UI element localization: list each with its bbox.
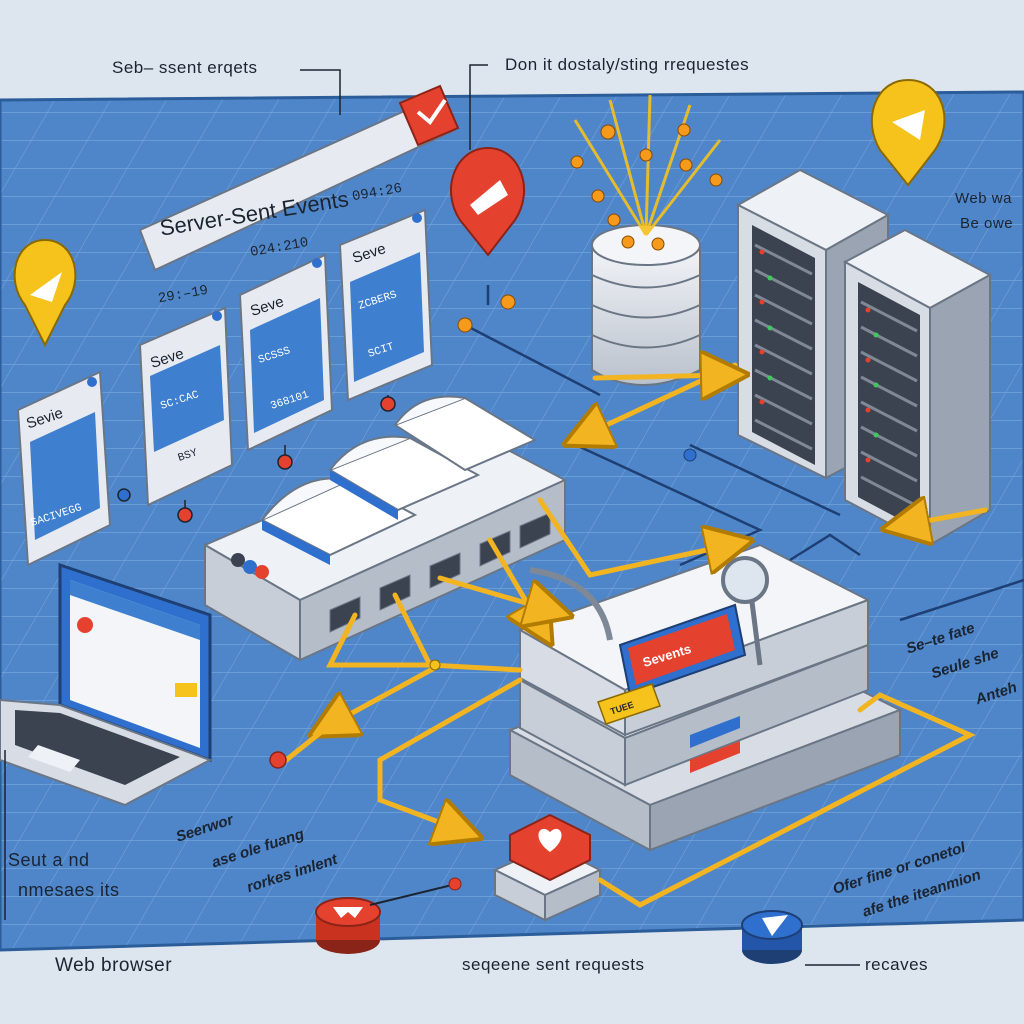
label-left-bottom-1: Seut a nd [8,850,90,870]
card-4 [338,208,434,402]
send-pin-icon [450,146,525,257]
floor-border [0,90,1024,952]
server-rack-icon [842,228,993,547]
label-top-left: Seb– ssent erqets [112,58,258,77]
router-icon [507,543,903,852]
card-2 [138,306,234,507]
checkmark-icon [416,98,447,125]
label-right-top-2: Be owe [960,215,1014,232]
database-icon [570,94,723,386]
label-right-top-1: Web wa [955,190,1012,207]
leader-line-top-left [300,69,341,115]
paper-plane-icon [741,910,803,964]
laptop-icon [0,562,213,807]
card-3 [238,253,334,452]
heart-icon [492,813,603,922]
label-left-bottom-2: nmesaes its [18,880,120,900]
hub-switch-icon [202,395,568,662]
label-sent-requests: seqeene sent requests [462,955,645,974]
send-pin-icon [870,78,946,187]
label-web-browser: Web browser [55,955,173,976]
leader-line-top-center [469,64,488,150]
label-top-center: Don it dostaly/sting rrequestes [505,55,750,74]
send-button-icon [315,877,462,954]
card-1 [16,370,112,567]
label-receives: recaves [865,955,929,974]
card-connectors [117,395,396,523]
banner-panel [138,84,460,272]
send-pin-icon [13,238,77,348]
